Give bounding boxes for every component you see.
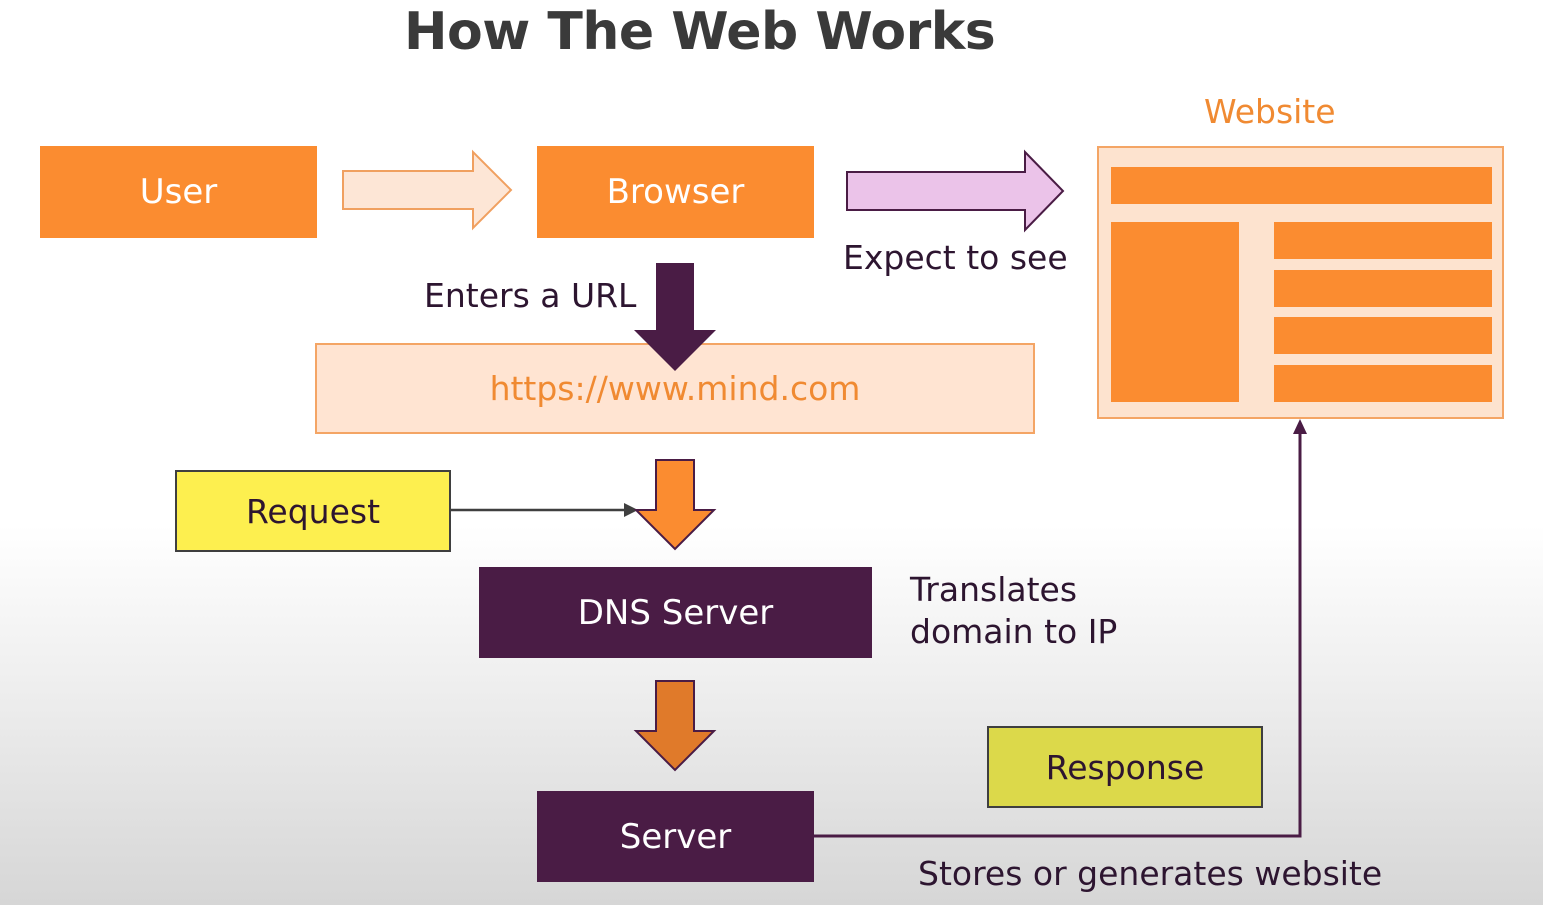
user-to-browser-arrow: [342, 149, 513, 231]
response-box: Response: [987, 726, 1263, 808]
website-mockup: [1097, 146, 1504, 419]
response-line: [812, 432, 1302, 838]
dns-to-server-arrow: [633, 680, 717, 772]
server-label: Server: [619, 816, 732, 857]
request-label: Request: [245, 491, 381, 531]
website-content-row: [1274, 270, 1492, 307]
request-connector-arrowhead: [624, 503, 638, 517]
website-content-row: [1274, 222, 1492, 259]
website-content-row: [1274, 317, 1492, 354]
request-box: Request: [175, 470, 451, 552]
response-arrowhead: [1293, 419, 1307, 434]
website-sidebar-block: [1111, 222, 1239, 402]
browser-label: Browser: [606, 172, 745, 212]
website-label: Website: [1204, 92, 1336, 131]
browser-to-url-arrow: [634, 263, 716, 371]
expect-to-see-label: Expect to see: [843, 238, 1068, 277]
server-box: Server: [537, 791, 814, 882]
translates-label-line1: Translates: [910, 570, 1078, 609]
url-bar: https://www.mind.com: [315, 343, 1035, 434]
website-content-row: [1274, 365, 1492, 402]
user-box: User: [40, 146, 317, 238]
stores-label: Stores or generates website: [918, 854, 1383, 893]
enters-url-label: Enters a URL: [424, 276, 637, 315]
website-header-block: [1111, 167, 1492, 204]
dns-server-box: DNS Server: [479, 567, 872, 658]
page-title: How The Web Works: [404, 2, 996, 62]
url-text: https://www.mind.com: [489, 369, 861, 408]
browser-box: Browser: [537, 146, 814, 238]
dns-server-label: DNS Server: [577, 592, 774, 633]
translates-label-line2: domain to IP: [910, 612, 1118, 651]
url-to-dns-arrow: [633, 459, 717, 551]
user-label: User: [139, 172, 218, 212]
browser-to-website-arrow: [846, 149, 1065, 233]
response-label: Response: [1045, 747, 1205, 787]
